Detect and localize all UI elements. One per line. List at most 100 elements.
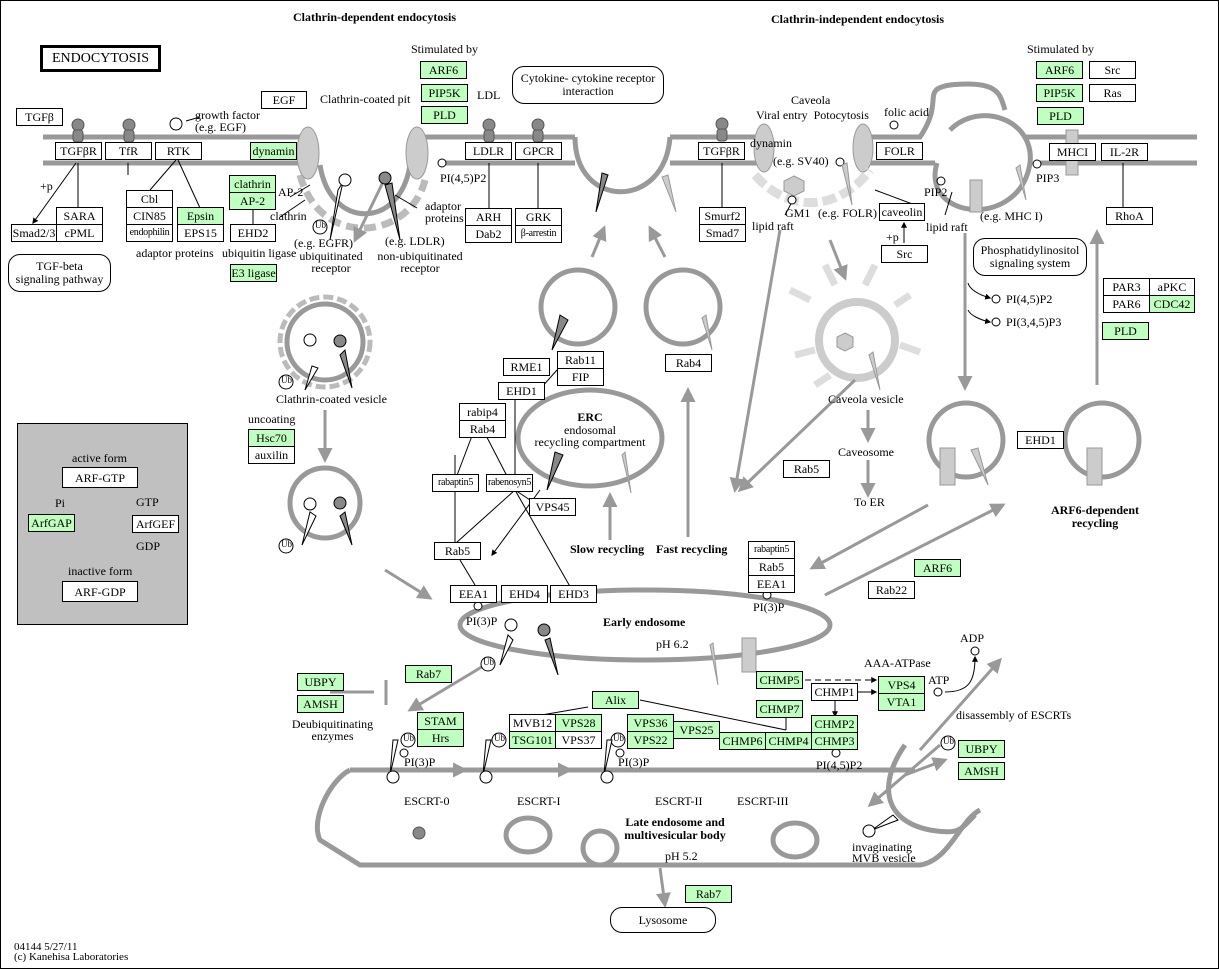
gene-vta1[interactable]: VTA1	[878, 693, 925, 711]
gene-folr[interactable]: FOLR	[876, 142, 923, 160]
gene-arfgap[interactable]: ArfGAP	[28, 514, 75, 532]
gene-rab11[interactable]: Rab11	[557, 351, 604, 369]
gene-pld-stim-right[interactable]: PLD	[1037, 107, 1084, 125]
gene-rabaptin5-right[interactable]: rabaptin5	[748, 541, 795, 559]
gene-chmp2[interactable]: CHMP2	[811, 715, 858, 733]
gene-stam[interactable]: STAM	[417, 712, 464, 730]
gene-eps15[interactable]: EPS15	[177, 224, 224, 242]
gene-clathrin[interactable]: clathrin	[229, 175, 276, 193]
gene-egf[interactable]: EGF	[261, 91, 307, 109]
gene-gpcr[interactable]: GPCR	[515, 142, 562, 160]
gene-hrs[interactable]: Hrs	[417, 729, 464, 747]
gene-pip5k-stim-left[interactable]: PIP5K	[421, 84, 468, 102]
gene-eea1-right[interactable]: EEA1	[748, 575, 795, 593]
gene-auxilin[interactable]: auxilin	[248, 446, 295, 464]
gene-par6[interactable]: PAR6	[1103, 295, 1150, 313]
gene-vps4[interactable]: VPS4	[878, 676, 925, 694]
gene-vps45[interactable]: VPS45	[529, 498, 576, 516]
gene-chmp5[interactable]: CHMP5	[756, 671, 803, 689]
gene-ehd4[interactable]: EHD4	[501, 585, 548, 603]
gene-tgfbr-right[interactable]: TGFβR	[698, 142, 745, 160]
gene-e3-ligase[interactable]: E3 ligase	[230, 264, 277, 282]
gene-vps36[interactable]: VPS36	[627, 714, 674, 732]
gene-ras[interactable]: Ras	[1089, 84, 1136, 102]
gene-smurf2[interactable]: Smurf2	[699, 207, 746, 225]
gene-endophilin[interactable]: endophilin	[126, 224, 173, 242]
gene-dynamin[interactable]: dynamin	[250, 142, 297, 160]
gene-rabip4[interactable]: rabip4	[459, 403, 506, 421]
gene-rab22[interactable]: Rab22	[868, 581, 915, 599]
gene-rab5-left[interactable]: Rab5	[434, 542, 481, 560]
gene-vps25[interactable]: VPS25	[673, 721, 720, 739]
gene-rhoa[interactable]: RhoA	[1106, 207, 1153, 225]
gene-arf-gtp[interactable]: ARF-GTP	[62, 467, 138, 488]
gene-il2r[interactable]: IL-2R	[1101, 143, 1148, 161]
gene-apkc[interactable]: aPKC	[1149, 278, 1195, 296]
gene-chmp6[interactable]: CHMP6	[719, 732, 766, 750]
gene-ap2[interactable]: AP-2	[229, 192, 276, 210]
gene-tfr[interactable]: TfR	[105, 142, 152, 160]
gene-pld-right[interactable]: PLD	[1102, 322, 1149, 340]
gene-ldlr[interactable]: LDLR	[465, 142, 512, 160]
gene-vps37[interactable]: VPS37	[555, 731, 602, 749]
gene-arf6-stim-right[interactable]: ARF6	[1036, 61, 1083, 79]
gene-pld-stim-left[interactable]: PLD	[421, 106, 468, 124]
gene-arfgef[interactable]: ArfGEF	[132, 515, 179, 533]
gene-arf6-recycling[interactable]: ARF6	[914, 559, 961, 577]
gene-caveolin[interactable]: caveolin	[879, 203, 925, 221]
gene-smad23[interactable]: Smad2/3	[11, 224, 57, 242]
gene-ehd2[interactable]: EHD2	[230, 224, 276, 242]
gene-sara[interactable]: SARA	[56, 207, 103, 225]
gene-smad7[interactable]: Smad7	[699, 224, 746, 242]
gene-chmp7[interactable]: CHMP7	[756, 700, 803, 718]
gene-chmp4[interactable]: CHMP4	[765, 732, 812, 750]
gene-rab5-right[interactable]: Rab5	[748, 558, 795, 576]
gene-cdc42[interactable]: CDC42	[1149, 295, 1195, 313]
gene-grk[interactable]: GRK	[515, 208, 562, 226]
gene-tsg101[interactable]: TSG101	[509, 731, 556, 749]
gene-tgfb[interactable]: TGFβ	[16, 108, 63, 126]
gene-chmp1[interactable]: CHMP1	[811, 683, 858, 701]
gene-arf6-stim-left[interactable]: ARF6	[420, 61, 467, 79]
gene-mvb12[interactable]: MVB12	[509, 714, 556, 732]
gene-rme1[interactable]: RME1	[503, 358, 550, 376]
gene-par3[interactable]: PAR3	[1103, 278, 1150, 296]
gene-fip[interactable]: FIP	[557, 368, 604, 386]
gene-epsin[interactable]: Epsin	[177, 207, 224, 225]
gene-ehd3[interactable]: EHD3	[550, 585, 597, 603]
gene-ehd1-left[interactable]: EHD1	[498, 382, 545, 400]
gene-pip5k-stim-right[interactable]: PIP5K	[1036, 84, 1083, 102]
gene-rabaptin5-left[interactable]: rabaptin5	[432, 474, 479, 492]
gene-rab4-left[interactable]: Rab4	[459, 420, 506, 438]
gene-vps22[interactable]: VPS22	[627, 731, 674, 749]
gene-src-caveolin[interactable]: Src	[881, 245, 928, 263]
gene-rab5-caveola[interactable]: Rab5	[783, 460, 830, 478]
gene-dab2[interactable]: Dab2	[465, 225, 512, 243]
gene-alix[interactable]: Alix	[592, 691, 639, 709]
gene-arh[interactable]: ARH	[465, 208, 512, 226]
gene-chmp3[interactable]: CHMP3	[811, 732, 858, 750]
gene-arf-gdp[interactable]: ARF-GDP	[62, 581, 138, 602]
gene-amsh-left[interactable]: AMSH	[297, 695, 344, 713]
gene-cbl[interactable]: Cbl	[126, 190, 173, 208]
gene-rtk[interactable]: RTK	[155, 142, 202, 160]
gene-mhc1[interactable]: MHCI	[1049, 143, 1096, 161]
gene-src-stim[interactable]: Src	[1089, 61, 1136, 79]
gene-rab7-ee[interactable]: Rab7	[405, 665, 452, 683]
gene-rabenosyn5[interactable]: rabenosyn5	[486, 474, 533, 492]
gene-eea1-left[interactable]: EEA1	[450, 585, 497, 603]
gene-amsh-right[interactable]: AMSH	[958, 762, 1005, 780]
gene-tgfbr[interactable]: TGFβR	[55, 142, 102, 160]
gene-vps28[interactable]: VPS28	[555, 714, 602, 732]
gene-ubpy-right[interactable]: UBPY	[958, 740, 1005, 758]
gene-cpml[interactable]: cPML	[56, 224, 103, 242]
gene-cin85[interactable]: CIN85	[126, 207, 173, 225]
gene-beta-arrestin[interactable]: β-arrestin	[515, 225, 562, 243]
gene-rab4-fast[interactable]: Rab4	[665, 354, 712, 372]
gene-ubpy-left[interactable]: UBPY	[297, 673, 344, 691]
gene-hsc70[interactable]: Hsc70	[248, 429, 295, 447]
pathway-link-lysosome[interactable]: Lysosome	[610, 907, 716, 933]
